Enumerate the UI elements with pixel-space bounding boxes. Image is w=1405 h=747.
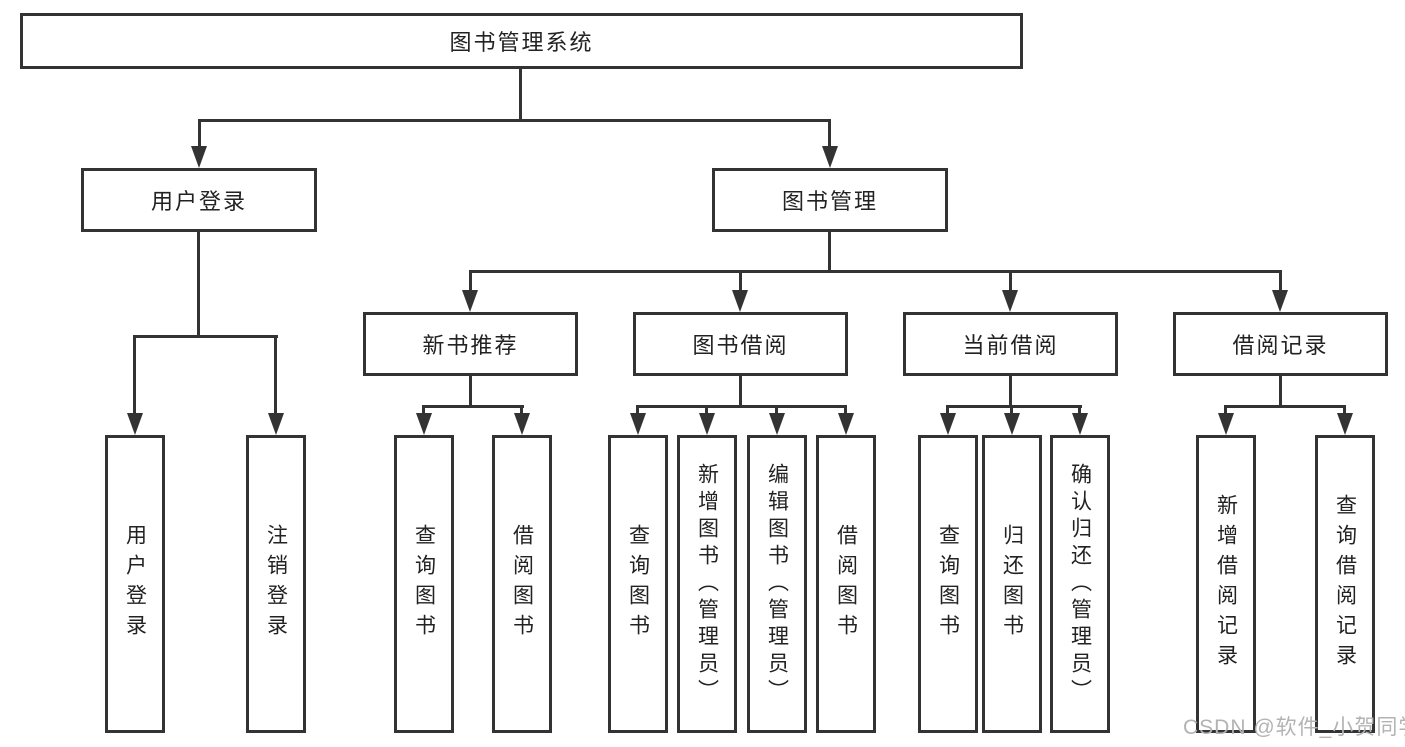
connector-line <box>197 232 200 338</box>
node-label: 用户登录 <box>150 189 247 214</box>
leaf-label: 查询借阅记录 <box>1333 494 1357 674</box>
connector-line <box>469 376 472 408</box>
connector-line <box>423 405 524 408</box>
arrow-down <box>699 413 715 435</box>
connector-line <box>1343 405 1346 417</box>
connector-line <box>198 119 201 150</box>
arrow-down <box>838 413 854 435</box>
watermark: CSDN @软件_小贺同学 <box>1183 716 1405 739</box>
connector-line <box>1279 376 1282 408</box>
connector-line <box>1010 405 1013 417</box>
arrow-down <box>268 413 284 435</box>
node-label: 图书借阅 <box>692 333 789 358</box>
node-label: 图书管理 <box>781 189 878 214</box>
connector-line <box>775 405 778 417</box>
connector-line <box>134 335 278 338</box>
arrow-down <box>1004 413 1020 435</box>
connector-line <box>1224 405 1346 408</box>
leaf-borrow-books-recommend: 借阅图书 <box>492 435 552 733</box>
connector-line <box>1009 270 1012 296</box>
leaf-label: 新增图书（管理员） <box>695 462 719 706</box>
leaf-add-borrow-record: 新增借阅记录 <box>1196 435 1256 733</box>
leaf-label: 查询图书 <box>936 524 960 644</box>
node-new-book-recommend: 新书推荐 <box>363 312 578 376</box>
connector-line <box>520 405 523 417</box>
arrow-down <box>191 146 207 168</box>
connector-line <box>844 405 847 417</box>
leaf-query-books-borrow: 查询图书 <box>608 435 668 733</box>
arrow-down <box>514 413 530 435</box>
connector-line <box>469 270 1282 273</box>
arrow-down <box>1218 413 1234 435</box>
leaf-label: 用户登录 <box>123 524 147 644</box>
connector-line <box>422 405 425 417</box>
connector-line <box>198 119 831 122</box>
leaf-label: 查询图书 <box>626 524 650 644</box>
connector-line <box>1224 405 1227 417</box>
leaf-query-books-recommend: 查询图书 <box>394 435 454 733</box>
arrow-down <box>416 413 432 435</box>
arrow-down <box>822 146 838 168</box>
leaf-label: 借阅图书 <box>510 524 534 644</box>
node-label: 当前借阅 <box>962 333 1059 358</box>
connector-line <box>828 119 831 150</box>
connector-line <box>519 69 522 122</box>
connector-line <box>1078 405 1081 417</box>
arrow-down <box>1337 413 1353 435</box>
node-book-borrow: 图书借阅 <box>633 312 848 376</box>
connector-line <box>705 405 708 417</box>
connector-line <box>274 335 277 417</box>
node-label: 图书管理系统 <box>449 30 594 55</box>
leaf-user-login: 用户登录 <box>105 435 165 733</box>
connector-line <box>469 270 472 296</box>
leaf-label: 查询图书 <box>412 524 436 644</box>
connector-line <box>946 405 1082 408</box>
connector-line <box>1009 376 1012 408</box>
node-current-borrow: 当前借阅 <box>903 312 1118 376</box>
leaf-query-borrow-record: 查询借阅记录 <box>1315 435 1375 733</box>
connector-line <box>1279 270 1282 296</box>
arrow-down <box>630 413 646 435</box>
leaf-confirm-return-admin: 确认归还（管理员） <box>1050 435 1110 733</box>
leaf-label: 编辑图书（管理员） <box>765 462 789 706</box>
leaf-add-book-admin: 新增图书（管理员） <box>677 435 737 733</box>
arrow-down <box>940 413 956 435</box>
node-book-management: 图书管理 <box>712 168 948 232</box>
node-borrow-records: 借阅记录 <box>1173 312 1388 376</box>
leaf-return-books: 归还图书 <box>982 435 1042 733</box>
arrow-down <box>732 290 748 312</box>
connector-line <box>739 376 742 408</box>
leaf-label: 新增借阅记录 <box>1214 494 1238 674</box>
connector-line <box>133 335 136 417</box>
leaf-query-books-current: 查询图书 <box>918 435 978 733</box>
arrow-down <box>1072 413 1088 435</box>
leaf-edit-book-admin: 编辑图书（管理员） <box>747 435 807 733</box>
arrow-down <box>462 290 478 312</box>
connector-line <box>828 232 831 273</box>
connector-line <box>636 405 639 417</box>
leaf-label: 归还图书 <box>1000 524 1024 644</box>
leaf-borrow-books: 借阅图书 <box>816 435 876 733</box>
node-root: 图书管理系统 <box>20 13 1023 69</box>
node-label: 借阅记录 <box>1232 333 1329 358</box>
leaf-label: 注销登录 <box>264 524 288 644</box>
leaf-label: 确认归还（管理员） <box>1068 462 1092 706</box>
node-user-login: 用户登录 <box>81 168 317 232</box>
arrow-down <box>769 413 785 435</box>
leaf-label: 借阅图书 <box>834 524 858 644</box>
node-label: 新书推荐 <box>422 333 519 358</box>
leaf-logout: 注销登录 <box>246 435 306 733</box>
connector-line <box>739 270 742 296</box>
connector-line <box>946 405 949 417</box>
connector-line <box>636 405 847 408</box>
arrow-down <box>127 413 143 435</box>
arrow-down <box>1002 290 1018 312</box>
arrow-down <box>1272 290 1288 312</box>
